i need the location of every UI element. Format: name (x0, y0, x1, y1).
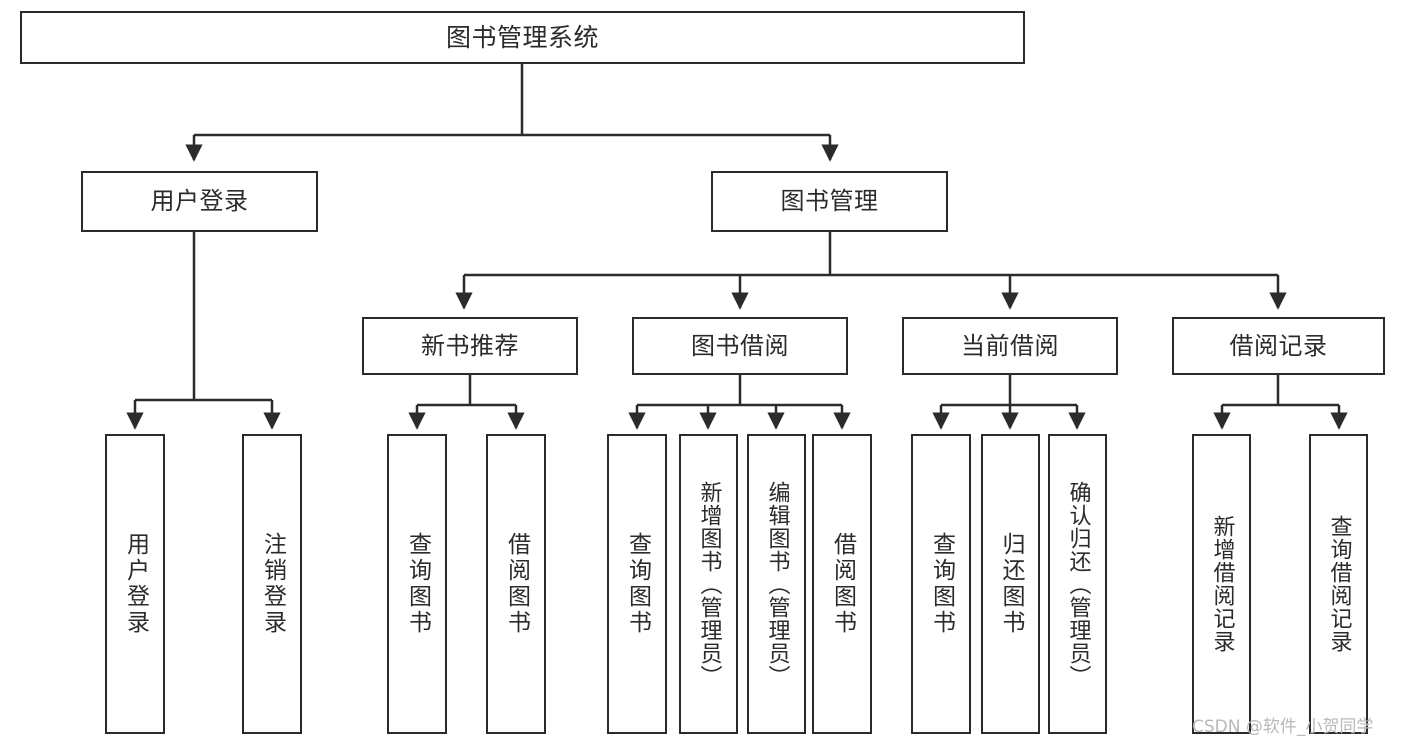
node-new-book-recommend-label: 新书推荐 (421, 331, 519, 360)
node-borrow-record[interactable]: 借阅记录 (1172, 317, 1385, 375)
node-leaf-add-record[interactable]: 新增借阅记录 (1192, 434, 1251, 734)
node-book-borrow-label: 图书借阅 (691, 331, 789, 360)
node-leaf-borrow-book-1-label: 借阅图书 (503, 532, 530, 636)
node-root-label: 图书管理系统 (445, 22, 599, 52)
node-leaf-return-book-label: 归还图书 (998, 532, 1024, 636)
node-leaf-user-login[interactable]: 用户登录 (105, 434, 165, 734)
node-leaf-confirm-return[interactable]: 确认归还（管理员） (1048, 434, 1107, 734)
node-leaf-query-record-label: 查询借阅记录 (1326, 515, 1352, 653)
watermark-text: CSDN @软件_小贺同学 (1192, 717, 1374, 737)
node-leaf-add-book-label: 新增图书（管理员） (696, 480, 722, 688)
node-leaf-user-login-label: 用户登录 (122, 532, 149, 636)
node-current-borrow[interactable]: 当前借阅 (902, 317, 1118, 375)
node-leaf-query-record[interactable]: 查询借阅记录 (1309, 434, 1368, 734)
node-leaf-confirm-return-label: 确认归还（管理员） (1065, 480, 1091, 688)
node-leaf-query-book-3-label: 查询图书 (928, 532, 955, 636)
node-new-book-recommend[interactable]: 新书推荐 (362, 317, 578, 375)
node-current-borrow-label: 当前借阅 (961, 331, 1059, 360)
node-leaf-query-book-2[interactable]: 查询图书 (607, 434, 667, 734)
node-leaf-add-record-label: 新增借阅记录 (1209, 515, 1235, 653)
node-book-management[interactable]: 图书管理 (711, 171, 948, 232)
node-leaf-query-book-3[interactable]: 查询图书 (911, 434, 971, 734)
node-root[interactable]: 图书管理系统 (20, 11, 1025, 64)
node-leaf-return-book[interactable]: 归还图书 (981, 434, 1040, 734)
node-leaf-query-book-1[interactable]: 查询图书 (387, 434, 447, 734)
node-leaf-logout-login-label: 注销登录 (259, 532, 286, 636)
node-leaf-edit-book-label: 编辑图书（管理员） (764, 480, 790, 688)
node-leaf-logout-login[interactable]: 注销登录 (242, 434, 302, 734)
node-leaf-add-book[interactable]: 新增图书（管理员） (679, 434, 738, 734)
node-borrow-record-label: 借阅记录 (1229, 331, 1328, 360)
node-leaf-query-book-2-label: 查询图书 (624, 532, 651, 636)
node-user-login[interactable]: 用户登录 (81, 171, 318, 232)
node-leaf-borrow-book-1[interactable]: 借阅图书 (486, 434, 546, 734)
node-leaf-borrow-book-2-label: 借阅图书 (829, 532, 856, 636)
node-user-login-label: 用户登录 (150, 187, 249, 216)
node-book-management-label: 图书管理 (780, 187, 879, 216)
node-leaf-borrow-book-2[interactable]: 借阅图书 (812, 434, 872, 734)
node-book-borrow[interactable]: 图书借阅 (632, 317, 848, 375)
node-leaf-query-book-1-label: 查询图书 (404, 532, 431, 636)
node-leaf-edit-book[interactable]: 编辑图书（管理员） (747, 434, 806, 734)
